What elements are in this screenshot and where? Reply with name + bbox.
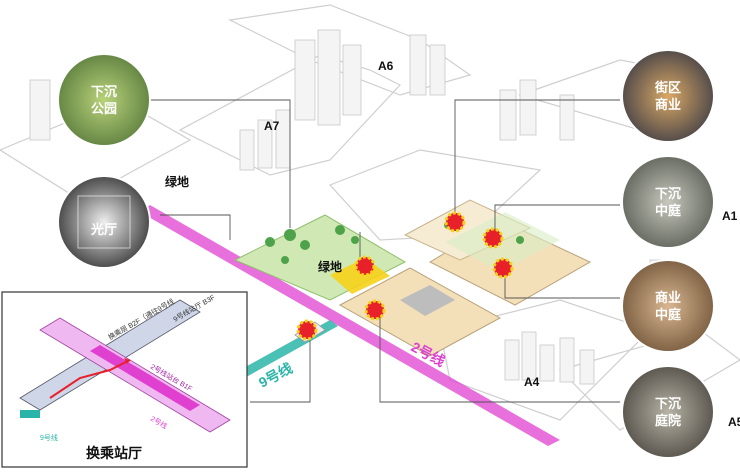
plot-a1-label: A1 [722,209,738,223]
plot-a4-label: A4 [524,375,540,389]
photo-commercial-atrium-line2: 中庭 [655,307,682,322]
photo-sunken-courtyard-line1: 下沉 [655,396,681,411]
photo-street-commerce-line2: 商业 [655,97,681,112]
node-sunken-atrium [482,227,504,249]
photo-sunken-atrium-line1: 下沉 [655,186,681,201]
plot-a7-label: A7 [264,119,280,133]
development-blocks [233,199,592,357]
photo-sunken-atrium-line2: 中庭 [655,203,682,218]
photo-street-commerce: 街区 商业 [621,49,715,143]
photo-light-hall: 光厅 [57,175,151,269]
inset-line9-label: 9号线 [40,433,58,442]
node-sunken-courtyard [364,299,386,321]
photo-sunken-park-line1: 下沉 [91,84,117,99]
interest-nodes [296,211,514,341]
photo-sunken-courtyard: 下沉 庭院 [621,365,715,459]
photo-sunken-atrium: 下沉 中庭 [621,155,715,249]
plot-a5-label: A5 [728,415,740,429]
photo-light-hall-label: 光厅 [90,222,117,237]
photo-sunken-park-line2: 公园 [91,101,117,116]
green-space-upper-label: 绿地 [165,174,189,189]
transfer-hall-inset: 换乘层 B2F（通往9号线 9号线站厅 B3F 2号线站台 B1F 9号线 2号… [1,291,248,468]
photo-commercial-atrium: 商业 中庭 [621,259,715,353]
photo-sunken-park: 下沉 公园 [57,53,151,147]
green-space-center-label: 绿地 [318,259,342,274]
plot-a6-label: A6 [378,59,394,73]
inset-title: 换乘站厅 [86,445,142,461]
node-street-commerce [444,211,466,233]
photo-commercial-atrium-line1: 商业 [655,290,681,305]
leader-lines [145,99,620,403]
node-sunken-park [354,255,376,277]
metro-line-2 [140,205,560,446]
photo-street-commerce-line1: 街区 [654,80,681,95]
photo-sunken-courtyard-line2: 庭院 [655,413,681,428]
node-commercial-atrium [492,257,514,279]
node-light-hall [296,319,318,341]
background-buildings [29,29,677,385]
